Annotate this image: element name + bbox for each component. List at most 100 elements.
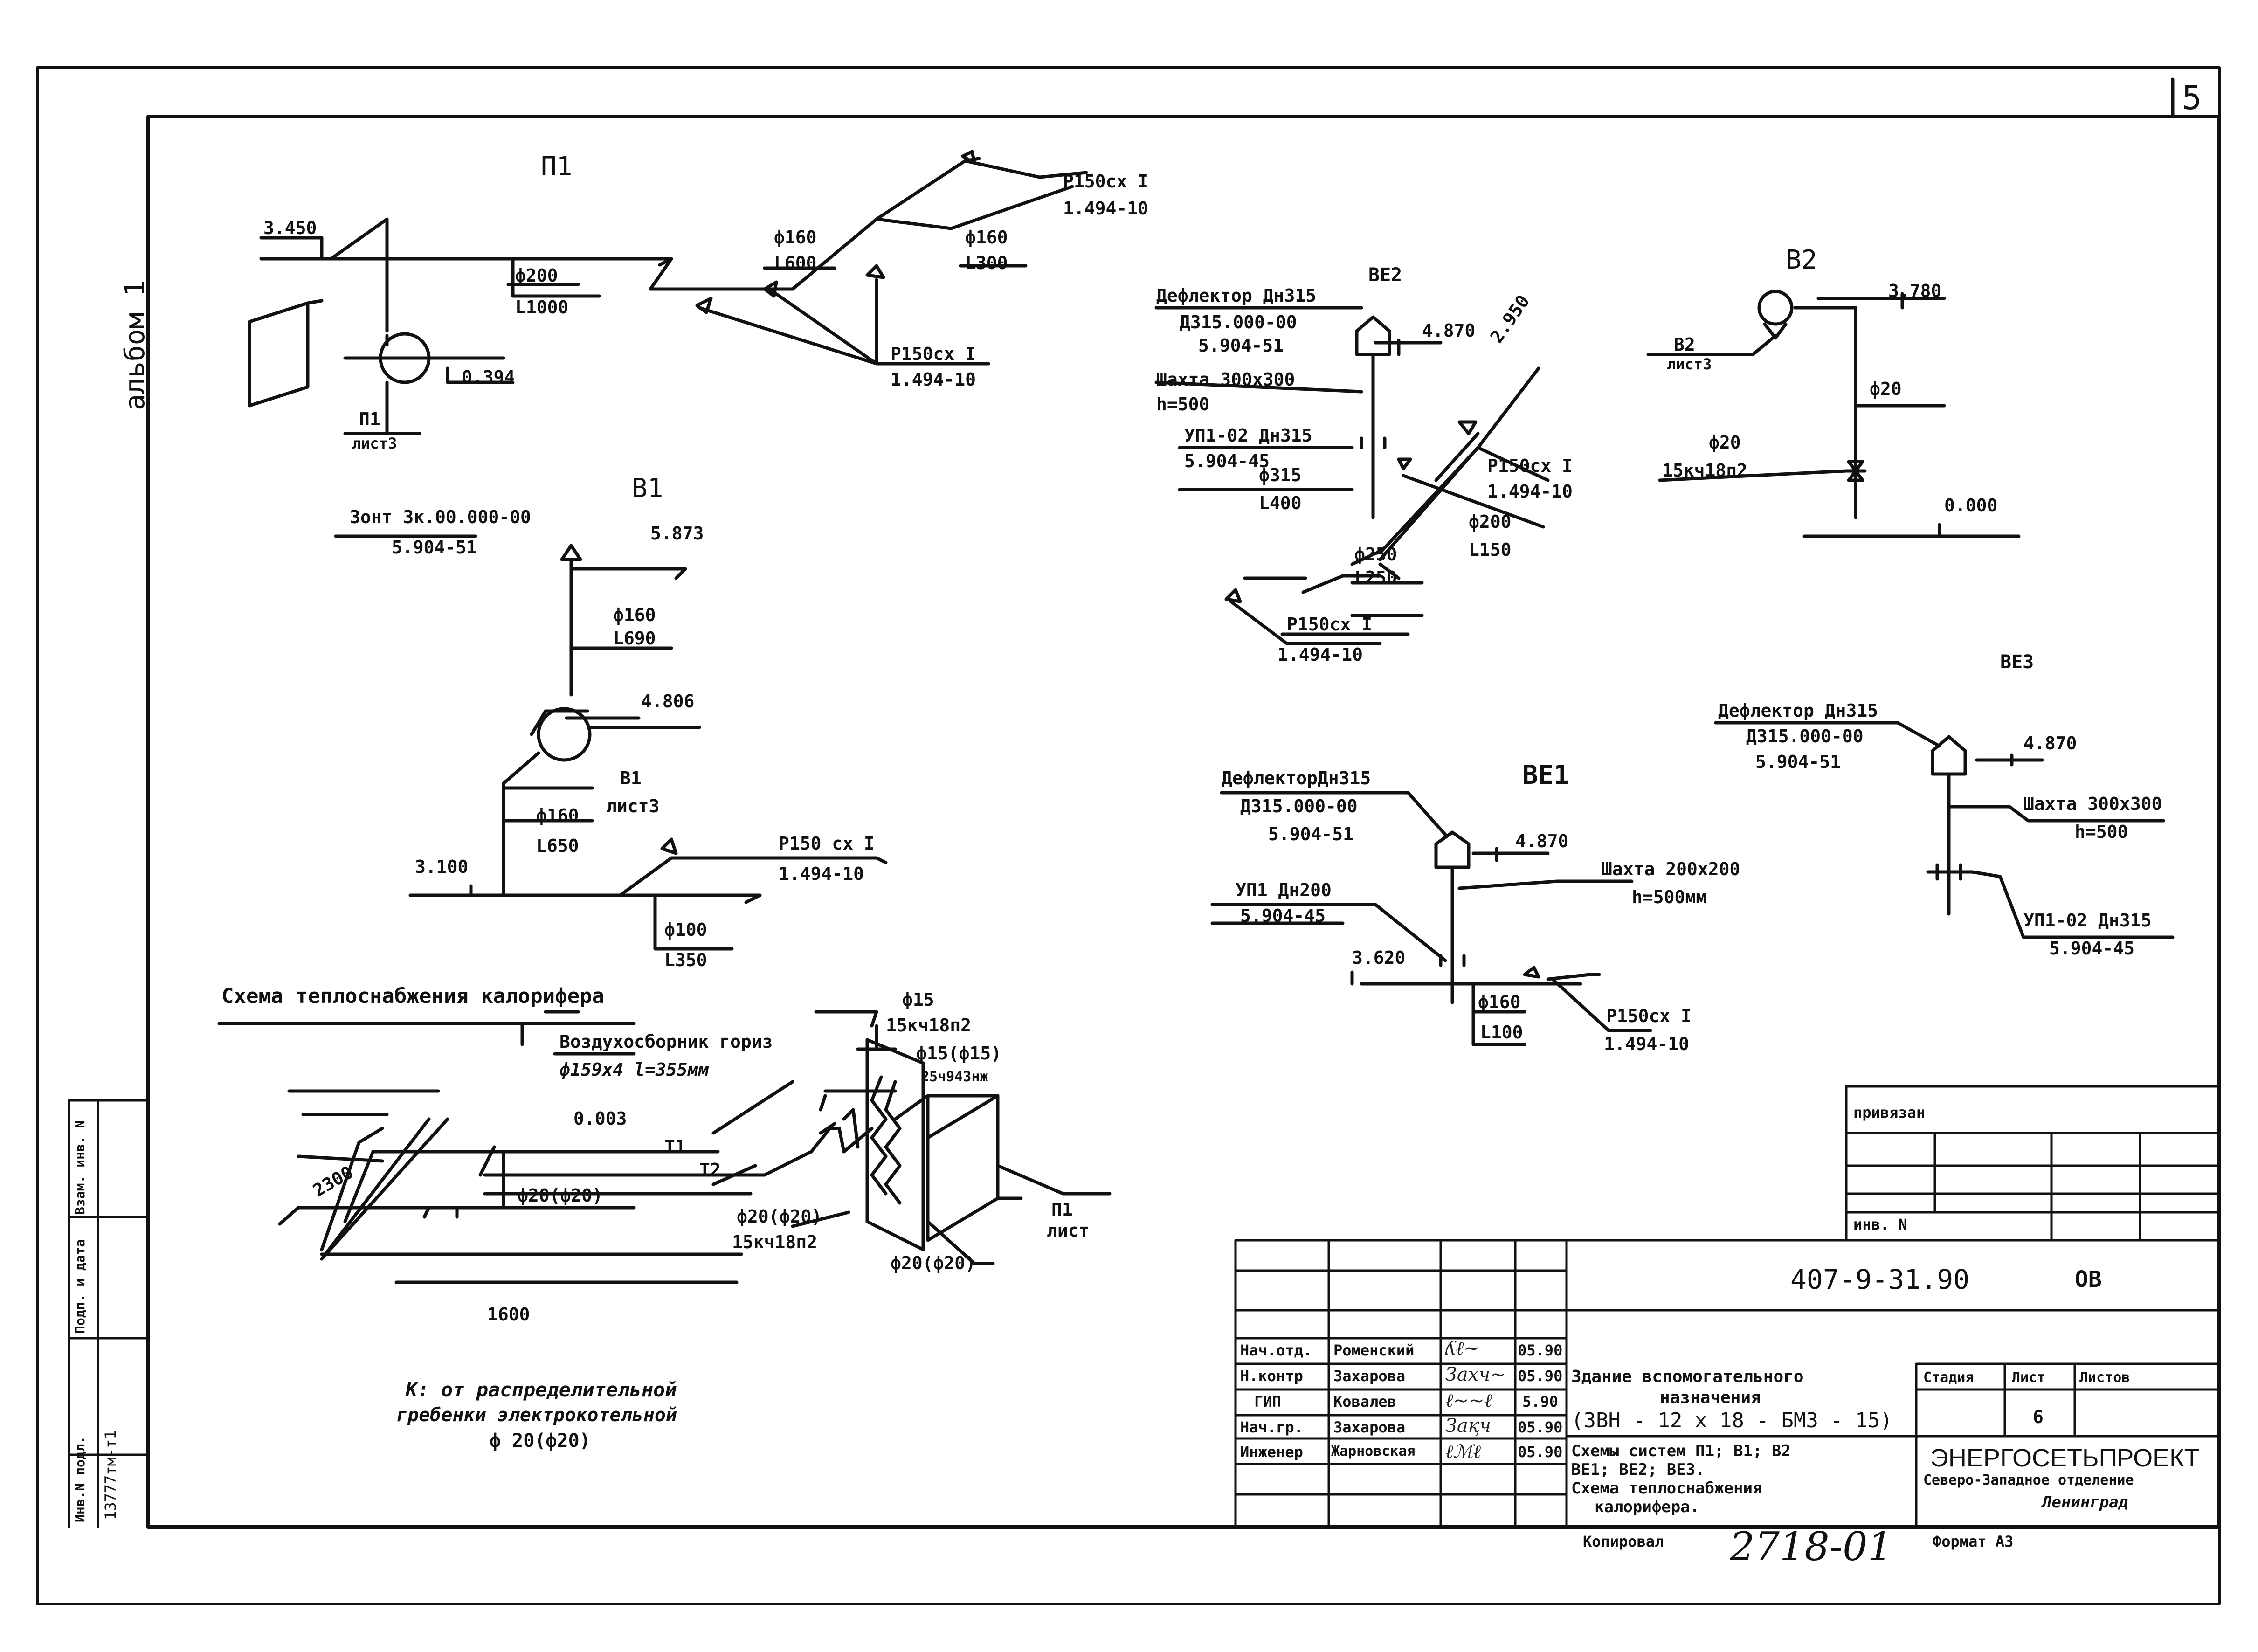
signature-2: ℓ~~ℓ	[1445, 1390, 1492, 1411]
heating-dia-valve-20: ф20(ф20)	[737, 1206, 822, 1227]
ve2-dia-main: ф250	[1354, 544, 1397, 565]
ve3-valve: УП1-02 Дн315	[2023, 910, 2152, 931]
signature-3: Зақч	[1445, 1415, 1491, 1437]
p1-grille-1-doc: 1.494-10	[1063, 198, 1149, 219]
p1-ref-unit: П1	[359, 409, 380, 429]
page-number: 5	[2182, 79, 2202, 117]
p1-len-main: L1000	[515, 297, 569, 318]
staff-date-0: 05.90	[1518, 1341, 1563, 1359]
ve3-shaft-h: h=500	[2075, 822, 2128, 842]
p1-grille-2-doc: 1.494-10	[891, 369, 976, 390]
scheme-v1-lines	[334, 534, 888, 951]
ve1-deflector-code: Д315.000-00	[1240, 796, 1358, 816]
ve1-len: L100	[1480, 1022, 1523, 1043]
ve1-valve: УП1 Дн200	[1236, 880, 1332, 900]
ve2-shaft: Шахта 300х300	[1156, 369, 1295, 390]
building-line-2: назначения	[1660, 1388, 1761, 1407]
ve2-len-main: L250	[1354, 567, 1397, 588]
ve1-deflector: ДефлекторДн315	[1222, 768, 1371, 788]
heating-dim-1600: 1600	[487, 1304, 530, 1325]
heating-note-2: гребенки электрокотельной	[396, 1404, 677, 1426]
ve1-grille: Р150сх I	[1606, 1006, 1692, 1026]
org-name: ЭНЕРГОСЕТЬПРОЕКТ	[1930, 1444, 2200, 1472]
ve3-shaft: Шахта 300х300	[2023, 794, 2162, 814]
v1-elev-fan: 4.806	[641, 691, 695, 712]
privyazan-label: привязан	[1853, 1104, 1926, 1121]
heating-valve-15b: 25ч943нж	[921, 1069, 988, 1085]
v2-ref-unit: В2	[1674, 334, 1695, 355]
sheet-title-1: Схемы систем П1; В1; В2	[1571, 1442, 1791, 1460]
p1-elev-top: 3.450	[263, 218, 317, 238]
format-label: Формат А3	[1933, 1533, 2014, 1550]
sheet-title-4: калорифера.	[1595, 1498, 1700, 1516]
scheme-v2-lines	[1646, 290, 2021, 538]
ve2-deflector-doc: 5.904-51	[1198, 335, 1284, 356]
doc-code: 407-9-31.90	[1790, 1264, 1970, 1295]
staff-role-4: Инженер	[1240, 1443, 1303, 1461]
ve2-valve: УП1-02 Дн315	[1184, 425, 1312, 446]
ve3-deflector-doc: 5.904-51	[1755, 752, 1841, 772]
stamp-inv-repl: Взам. инв. N	[72, 1120, 88, 1215]
ve2-grille-1: Р150сх I	[1487, 456, 1573, 476]
privyazan-inv: инв. N	[1853, 1216, 1907, 1233]
staff-role-3: Нач.гр.	[1240, 1418, 1303, 1436]
stamp-inv-orig: Инв.N подл.	[72, 1436, 88, 1522]
v1-grille: Р150 сх I	[779, 833, 875, 854]
staff-name-0: Роменский	[1333, 1341, 1415, 1359]
p1-title: П1	[541, 152, 573, 182]
p1-dia-b: ф160	[965, 227, 1008, 248]
v1-ref-unit: В1	[620, 768, 642, 788]
heating-dia-out: ф20(ф20)	[891, 1253, 976, 1273]
v2-ref-sheet: лист3	[1667, 355, 1712, 373]
heating-t1: Т1	[664, 1136, 686, 1157]
ve2-grille-2: Р150сх I	[1287, 614, 1373, 635]
v2-dia-valve: ф20	[1709, 432, 1741, 453]
v1-ref-sheet: лист3	[606, 796, 660, 816]
heating-valve-20: 15кч18п2	[732, 1232, 818, 1252]
ve2-len-b: L150	[1469, 539, 1512, 560]
sheet-title-2: ВЕ1; ВЕ2; ВЕ3.	[1571, 1460, 1705, 1479]
album-label: альбом 1	[119, 280, 151, 410]
signature-0: ʎℓ~	[1445, 1338, 1479, 1359]
building-line-3: (ЗВН - 12 х 18 - БМЗ - 15)	[1571, 1409, 1892, 1432]
sheet-number: 6	[2033, 1407, 2044, 1427]
ve3-elev-top: 4.870	[2023, 733, 2077, 753]
ve1-shaft: Шахта 200х200	[1602, 859, 1740, 879]
ve1-dia: ф160	[1478, 992, 1521, 1012]
heating-elev: 0.003	[573, 1108, 627, 1129]
p1-grille-1: Р150сх I	[1063, 171, 1149, 192]
p1-grille-2: Р150сх I	[891, 344, 976, 364]
v2-title: В2	[1786, 245, 1817, 275]
p1-ref-sheet: лист3	[352, 435, 397, 452]
v1-dia-down: ф160	[536, 805, 579, 826]
ve2-dia-vert: ф315	[1259, 465, 1302, 485]
stage-label: Стадия	[1923, 1369, 1974, 1386]
staff-date-3: 05.90	[1518, 1418, 1563, 1436]
sheet-label: Лист	[2012, 1369, 2046, 1386]
heating-valve-15: 15кч18п2	[886, 1015, 972, 1036]
v2-valve: 15кч18п2	[1662, 460, 1748, 481]
v1-umbrella: Зонт Зк.00.000-00	[350, 507, 531, 527]
p1-len-a: L600	[774, 253, 817, 273]
v1-grille-doc: 1.494-10	[779, 864, 864, 884]
staff-role-0: Нач.отд.	[1240, 1341, 1312, 1359]
staff-date-1: 05.90	[1518, 1367, 1563, 1385]
ve3-deflector: Дефлектор Дн315	[1718, 700, 1878, 721]
ve2-grille-2-doc: 1.494-10	[1277, 644, 1363, 665]
ve3-valve-doc: 5.904-45	[2049, 938, 2135, 959]
scheme-ve3-lines	[1714, 721, 2175, 939]
staff-date-2: 5.90	[1522, 1393, 1559, 1410]
v2-dia-pipe: ф20	[1870, 379, 1902, 399]
doc-mark: ОВ	[2075, 1266, 2102, 1293]
ve2-deflector: Дефлектор Дн315	[1156, 285, 1317, 306]
v2-elev-bottom: 0.000	[1944, 495, 1998, 516]
staff-name-4: Жарновская	[1331, 1443, 1416, 1459]
sheet-title-3: Схема теплоснабжения	[1571, 1479, 1762, 1498]
p1-dia-main: ф200	[515, 265, 558, 286]
v1-title: В1	[632, 473, 663, 504]
ve3-deflector-code: Д315.000-00	[1746, 726, 1864, 747]
ve1-grille-doc: 1.494-10	[1604, 1034, 1690, 1054]
org-city: Ленинград	[2042, 1493, 2128, 1512]
signature-1: Захч~	[1445, 1364, 1506, 1385]
